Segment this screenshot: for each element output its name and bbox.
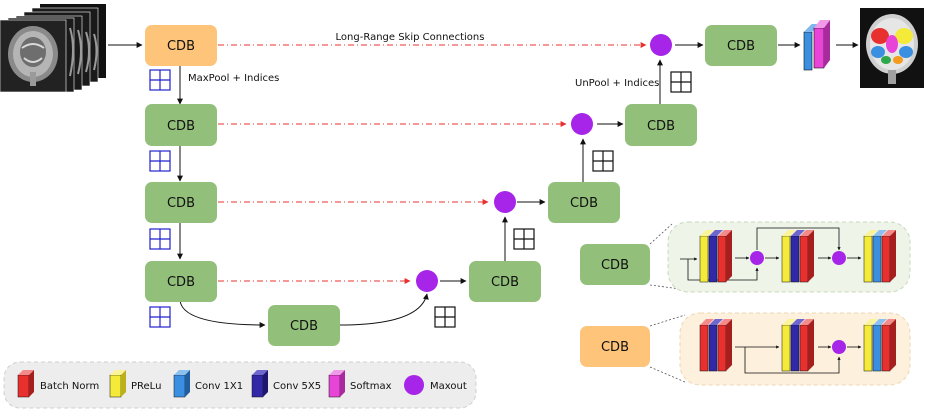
- unpool-grid-icon-4: [434, 306, 456, 328]
- decoder-block-1: CDB: [705, 25, 777, 66]
- to-bottleneck-arrow: [179, 299, 266, 328]
- maxpool-label: MaxPool + Indices: [188, 73, 279, 84]
- block-label: CDB: [570, 196, 598, 211]
- from-bottleneck-arrow: [339, 293, 429, 326]
- unpool-grid-icon-3: [513, 228, 535, 250]
- legend: Batch Norm PReLu Conv 1X1 Conv 5X5 Softm…: [3, 361, 477, 409]
- encoder-block-2: CDB: [145, 104, 217, 146]
- block-label: CDB: [727, 39, 755, 54]
- legend-conv1-label: Conv 1X1: [195, 381, 243, 392]
- maxout-node-1: [650, 34, 672, 56]
- block-label: CDB: [167, 196, 195, 211]
- block-label: CDB: [491, 275, 519, 290]
- maxout-node-2: [571, 113, 593, 135]
- block-label: CDB: [601, 258, 629, 273]
- legend-conv1-icon: [173, 370, 190, 398]
- decoder-block-2: CDB: [625, 104, 697, 146]
- block-label: CDB: [167, 119, 195, 134]
- block-label: CDB: [290, 319, 318, 334]
- legend-batch-norm-label: Batch Norm: [40, 381, 99, 392]
- maxpool-grid-icon-4: [149, 306, 171, 328]
- unpool-grid-icon-2: [592, 150, 614, 172]
- legend-maxout-icon: [404, 375, 424, 395]
- unpool-grid-icon-1: [670, 71, 692, 93]
- block-label: CDB: [647, 119, 675, 134]
- maxpool-grid-icon-1: [149, 69, 171, 91]
- input-mri-stack-icon: [0, 4, 106, 93]
- legend-prelu-label: PReLu: [131, 381, 161, 392]
- legend-batch-norm-icon: [17, 370, 34, 398]
- encoder-block-1: CDB: [145, 25, 217, 66]
- legend-conv5-label: Conv 5X5: [273, 381, 321, 392]
- decoder-block-3: CDB: [548, 182, 620, 223]
- green-cdb-detail: CDB: [580, 221, 911, 293]
- encoder-block-3: CDB: [145, 182, 217, 223]
- block-label: CDB: [601, 340, 629, 355]
- output-segmentation-icon: [860, 8, 924, 88]
- legend-softmax-label: Softmax: [350, 381, 392, 392]
- legend-softmax-icon: [328, 370, 345, 398]
- legend-conv5-icon: [251, 370, 268, 398]
- maxout-node-3: [494, 191, 516, 213]
- unpool-label: UnPool + Indices: [575, 78, 659, 89]
- decoder-block-4: CDB: [469, 261, 541, 302]
- maxout-node-4: [416, 270, 438, 292]
- maxpool-grid-icon-3: [149, 228, 171, 250]
- block-label: CDB: [167, 39, 195, 54]
- encoder-block-4: CDB: [145, 261, 217, 302]
- orange-cdb-detail: CDB: [580, 312, 911, 386]
- maxpool-grid-icon-2: [149, 150, 171, 172]
- classifier-layer-stack: [803, 20, 830, 71]
- legend-maxout-label: Maxout: [430, 381, 467, 392]
- bottleneck-block: CDB: [268, 305, 340, 346]
- legend-prelu-icon: [109, 370, 126, 398]
- skip-connections-label: Long-Range Skip Connections: [336, 32, 485, 43]
- block-label: CDB: [167, 275, 195, 290]
